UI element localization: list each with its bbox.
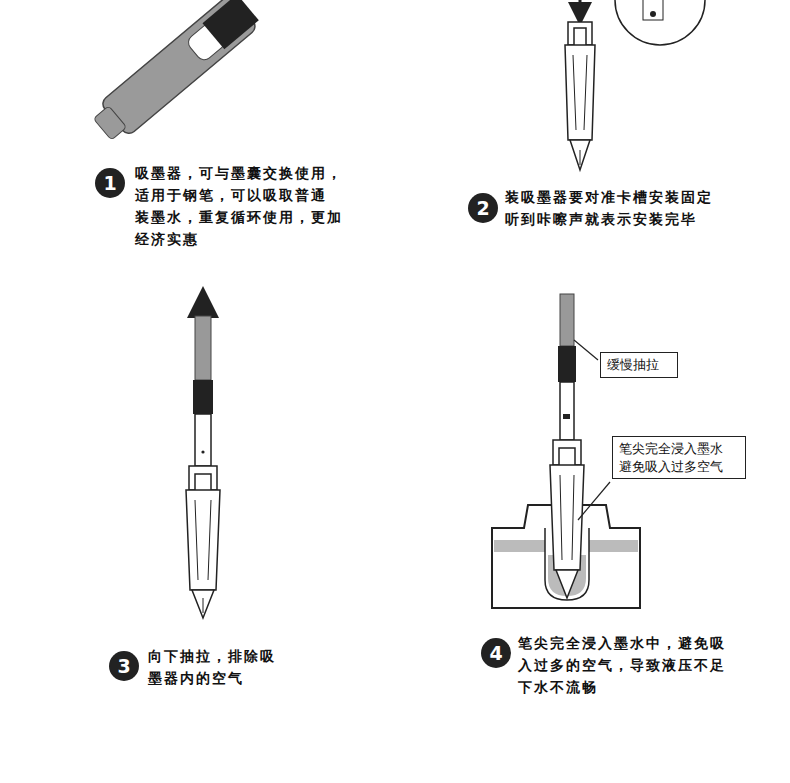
step-caption: 装吸墨器要对准卡槽安装固定 听到咔嚓声就表示安装完毕 <box>505 186 770 230</box>
converter-pull <box>186 302 220 618</box>
step-number: 4 <box>481 638 511 668</box>
step-number: 3 <box>109 651 139 681</box>
pen-insert <box>565 0 705 170</box>
step-caption: 吸墨器，可与墨囊交换使用， 适用于钢笔，可以吸取普通 装墨水，重复循环使用，更加… <box>135 162 373 250</box>
callout-text: 缓慢抽拉 <box>607 356 671 374</box>
callout-number: 4 <box>489 642 502 664</box>
converter-angled <box>88 0 262 146</box>
step-number: 1 <box>95 168 125 198</box>
callout-box: 笔尖完全浸入墨水 避免吸入过多空气 <box>612 436 746 479</box>
callout-box: 缓慢抽拉 <box>600 352 678 378</box>
step-caption: 笔尖完全浸入墨水中，避免吸 入过多的空气，导致液压不足 下水不流畅 <box>518 632 768 698</box>
callout-number: 2 <box>476 197 489 219</box>
step-number: 2 <box>468 193 498 223</box>
callout-text: 笔尖完全浸入墨水 避免吸入过多空气 <box>619 440 739 475</box>
callout-number: 1 <box>103 172 116 194</box>
step-caption: 向下抽拉，排除吸 墨器内的空气 <box>148 645 323 689</box>
callout-number: 3 <box>117 655 130 677</box>
